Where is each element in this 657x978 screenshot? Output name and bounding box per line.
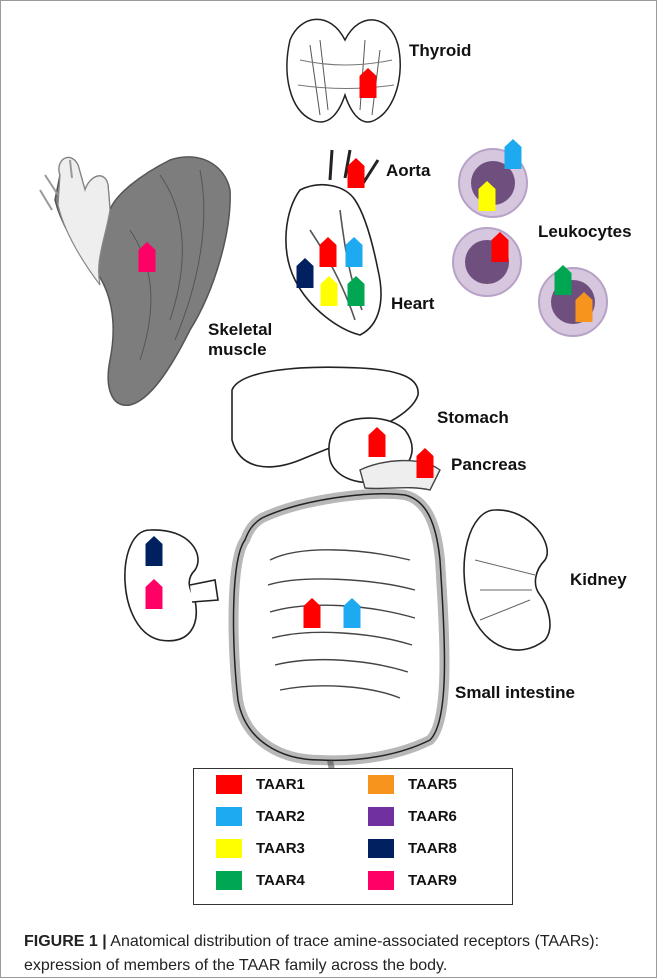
marker-kidney-taar9 bbox=[146, 579, 163, 609]
figure-caption: FIGURE 1 | Anatomical distribution of tr… bbox=[24, 930, 644, 978]
label-muscle: muscle bbox=[208, 340, 267, 360]
label-heart: Heart bbox=[391, 294, 434, 314]
marker-leukocytes-taar5 bbox=[576, 292, 593, 322]
legend-swatch bbox=[216, 807, 242, 826]
marker-stomach-taar1 bbox=[369, 427, 386, 457]
legend-swatch bbox=[368, 807, 394, 826]
legend-label: TAAR8 bbox=[408, 840, 457, 857]
marker-heart-taar4 bbox=[348, 276, 365, 306]
marker-leukocytes-taar2 bbox=[505, 139, 522, 169]
marker-leukocytes-taar1 bbox=[492, 232, 509, 262]
marker-heart-taar8 bbox=[297, 258, 314, 288]
label-thyroid: Thyroid bbox=[409, 41, 471, 61]
legend-item: TAAR9 bbox=[368, 871, 457, 890]
legend-label: TAAR2 bbox=[256, 808, 305, 825]
label-kidney: Kidney bbox=[570, 570, 627, 590]
legend-item: TAAR6 bbox=[368, 807, 457, 826]
label-small-intestine: Small intestine bbox=[455, 683, 575, 703]
label-leukocytes: Leukocytes bbox=[538, 222, 632, 242]
legend-swatch bbox=[216, 775, 242, 794]
legend-swatch bbox=[368, 775, 394, 794]
legend-item: TAAR4 bbox=[216, 871, 305, 890]
legend-label: TAAR4 bbox=[256, 872, 305, 889]
label-skeletal: Skeletal bbox=[208, 320, 272, 340]
marker-small_intestine-taar2 bbox=[344, 598, 361, 628]
marker-kidney-taar8 bbox=[146, 536, 163, 566]
legend: TAAR1 TAAR5 TAAR2 TAAR6 TAAR3 TAAR8 TAAR… bbox=[193, 768, 513, 905]
marker-pancreas-taar1 bbox=[417, 448, 434, 478]
legend-item: TAAR5 bbox=[368, 775, 457, 794]
legend-label: TAAR3 bbox=[256, 840, 305, 857]
marker-aorta-taar1 bbox=[348, 158, 365, 188]
label-aorta: Aorta bbox=[386, 161, 430, 181]
legend-label: TAAR5 bbox=[408, 776, 457, 793]
marker-small_intestine-taar1 bbox=[304, 598, 321, 628]
caption-text: Anatomical distribution of trace amine-a… bbox=[24, 933, 599, 974]
marker-heart-taar1 bbox=[320, 237, 337, 267]
legend-label: TAAR9 bbox=[408, 872, 457, 889]
legend-item: TAAR1 bbox=[216, 775, 305, 794]
legend-swatch bbox=[368, 871, 394, 890]
marker-leukocytes-taar3 bbox=[479, 181, 496, 211]
marker-leukocytes-taar4 bbox=[555, 265, 572, 295]
marker-thyroid-taar1 bbox=[360, 68, 377, 98]
label-stomach: Stomach bbox=[437, 408, 509, 428]
marker-skeletal_muscle-taar9 bbox=[139, 242, 156, 272]
legend-item: TAAR2 bbox=[216, 807, 305, 826]
legend-item: TAAR8 bbox=[368, 839, 457, 858]
legend-swatch bbox=[216, 839, 242, 858]
legend-label: TAAR6 bbox=[408, 808, 457, 825]
caption-prefix: FIGURE 1 | bbox=[24, 933, 107, 950]
legend-item: TAAR3 bbox=[216, 839, 305, 858]
legend-swatch bbox=[216, 871, 242, 890]
marker-heart-taar2 bbox=[346, 237, 363, 267]
marker-heart-taar3 bbox=[321, 276, 338, 306]
label-pancreas: Pancreas bbox=[451, 455, 527, 475]
legend-swatch bbox=[368, 839, 394, 858]
legend-label: TAAR1 bbox=[256, 776, 305, 793]
